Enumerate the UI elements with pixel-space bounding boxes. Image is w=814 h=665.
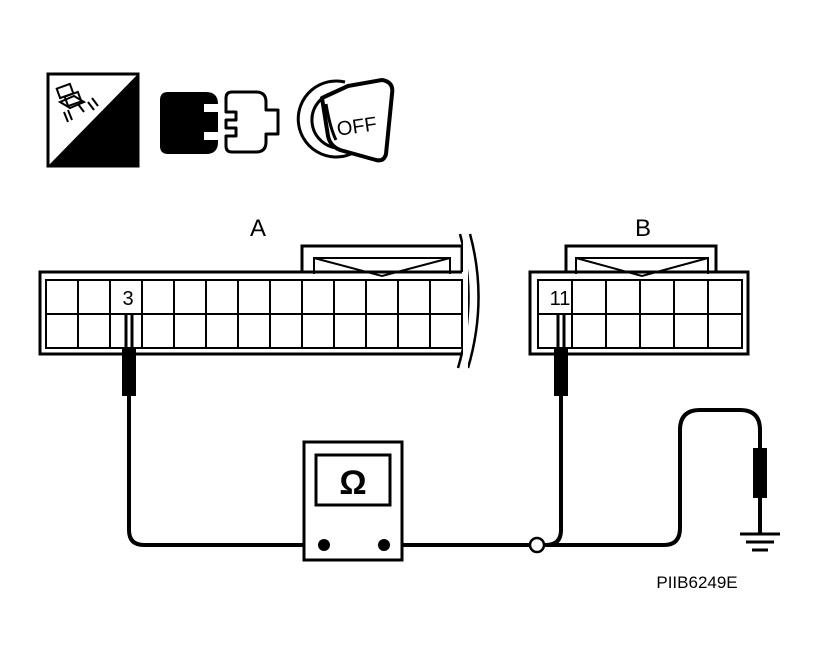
harness-tester-icon: H.S. bbox=[46, 72, 140, 168]
ignition-key-off-icon: OFF bbox=[296, 78, 395, 163]
terminal-b-label: 11 bbox=[550, 288, 571, 310]
connector-a: A bbox=[38, 215, 480, 370]
ohm-symbol: Ω bbox=[339, 464, 366, 502]
meter-terminal-right bbox=[378, 539, 390, 551]
figure-id: PIIB6249E bbox=[656, 573, 737, 592]
connector-b-label: B bbox=[635, 215, 651, 242]
probe-b bbox=[554, 314, 568, 396]
connector-a-label: A bbox=[250, 215, 266, 242]
ground-icon bbox=[740, 532, 780, 552]
connector-b: B bbox=[528, 215, 750, 356]
ohmmeter: Ω bbox=[302, 440, 404, 562]
hs-label: H.S. bbox=[72, 139, 115, 164]
junction-point bbox=[528, 536, 546, 554]
probe-a bbox=[122, 314, 136, 396]
meter-terminal-left bbox=[318, 539, 330, 551]
wiring bbox=[127, 394, 762, 547]
ground-probe bbox=[753, 448, 767, 498]
connector-disconnect-icon bbox=[160, 90, 280, 154]
terminal-a-label: 3 bbox=[122, 288, 133, 310]
